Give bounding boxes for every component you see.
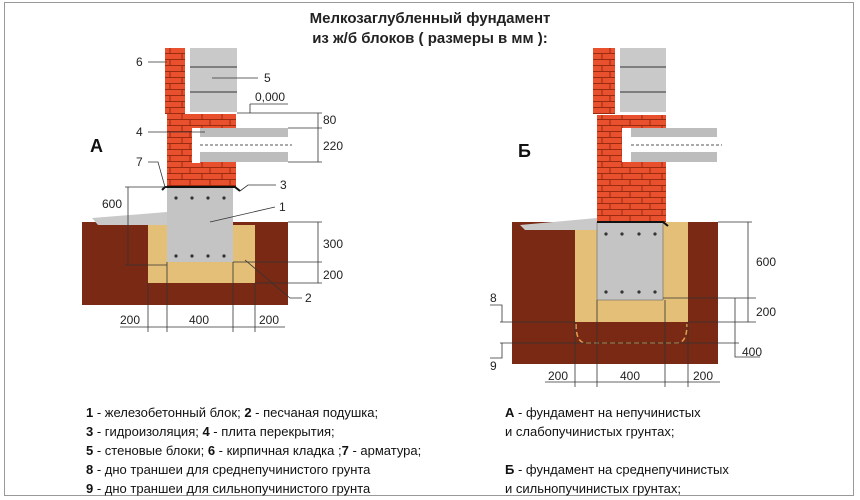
wall-blocks (620, 48, 666, 112)
diagram-b: 8 9 600 200 400 200 400 200 Б (490, 48, 776, 387)
rebar-dots (604, 232, 657, 294)
dim-bottom-400: 400 (620, 369, 640, 383)
rebar-dots (174, 196, 226, 258)
callout-8: 8 (490, 291, 497, 305)
deep-trench-outline (575, 323, 688, 344)
callout-4: 4 (136, 125, 143, 139)
frame (4, 2, 854, 496)
dim-200: 200 (756, 305, 776, 319)
legend-left: 1 - железобетонный блок; 2 - песчаная по… (86, 403, 421, 498)
callout-9: 9 (490, 359, 497, 373)
label-b: Б (518, 141, 531, 161)
legend-row: 5 - стеновые блоки; 6 - кирпичная кладка… (86, 443, 422, 458)
title-line1: Мелкозаглубленный фундамент (309, 10, 551, 27)
callout-5: 5 (264, 71, 271, 85)
legend-row: 8 - дно траншеи для среднепучинистого гр… (86, 462, 371, 477)
callout-3: 3 (280, 178, 287, 192)
legend-row: 9 - дно траншеи для сильнопучинистого гр… (86, 481, 371, 496)
dim-bottom-200-left: 200 (548, 369, 568, 383)
dim-400: 400 (742, 345, 762, 359)
dim-bottom-200-right: 200 (693, 369, 713, 383)
dim-80: 80 (323, 113, 337, 127)
diagram-a: 6 5 0,000 4 7 3 1 2 80 220 300 200 600 2… (82, 48, 343, 332)
brick-wall (165, 48, 185, 114)
legend-row: и сильнопучинистых грунтах; (505, 481, 681, 496)
legend-row: Б - фундамент на среднепучинистых (505, 462, 729, 477)
callout-2: 2 (305, 291, 312, 305)
title-line2: из ж/б блоков ( размеры в мм ): (312, 30, 548, 47)
concrete-block (596, 221, 664, 301)
dim-300: 300 (323, 237, 343, 251)
level-mark: 0,000 (255, 90, 285, 104)
dim-600: 600 (102, 197, 122, 211)
callout-1: 1 (279, 200, 286, 214)
waterproofing (597, 221, 669, 227)
concrete-block (167, 187, 233, 262)
blind-area (92, 212, 167, 225)
label-a: А (90, 136, 103, 156)
legend-row: 3 - гидроизоляция; 4 - плита перекрытия; (86, 424, 335, 439)
blind-area (520, 218, 597, 230)
dim-600: 600 (756, 255, 776, 269)
dim-200: 200 (323, 268, 343, 282)
dim-220: 220 (323, 139, 343, 153)
waterproofing (161, 186, 241, 192)
wall-blocks (190, 48, 237, 112)
callout-7: 7 (136, 155, 143, 169)
legend-row: и слабопучинистых грунтах; (505, 424, 675, 439)
legend-row: А - фундамент на непучинистых (505, 405, 701, 420)
dim-bottom-400: 400 (189, 313, 209, 327)
dim-bottom-200-right: 200 (259, 313, 279, 327)
callout-6: 6 (136, 55, 143, 69)
dim-bottom-200-left: 200 (120, 313, 140, 327)
legend-row: 1 - железобетонный блок; 2 - песчаная по… (86, 405, 379, 420)
brick-wall (593, 48, 615, 114)
legend-right: А - фундамент на непучинистых и слабопуч… (505, 403, 729, 498)
